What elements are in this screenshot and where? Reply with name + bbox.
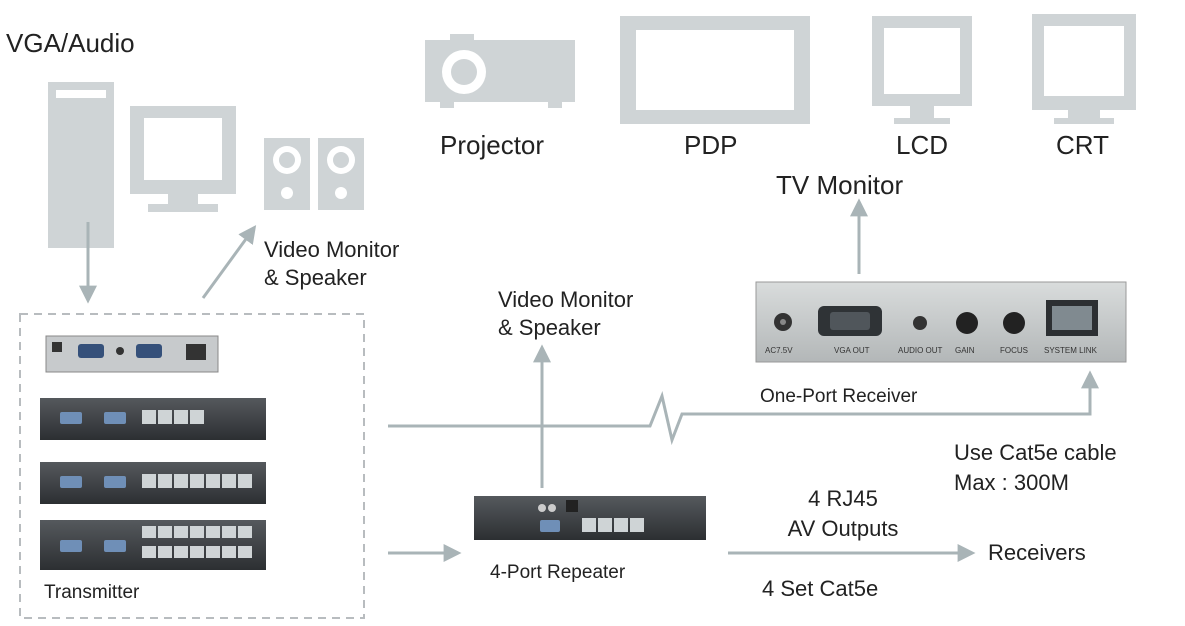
video-monitor-left-line2: & Speaker [264, 265, 367, 290]
pdp-label: PDP [684, 130, 738, 160]
cable-info-label: Use Cat5e cable Max : 300M [954, 438, 1117, 498]
speaker-right-icon [318, 138, 364, 210]
transmitter-panel-2 [40, 398, 266, 440]
receivers-label: Receivers [988, 540, 1086, 565]
port-label-system-link: SYSTEM LINK [1044, 346, 1097, 355]
lcd-icon [872, 16, 972, 124]
transmitter-panel-3 [40, 462, 266, 504]
repeater-device [474, 496, 706, 540]
port-label-gain: GAIN [955, 346, 975, 355]
cable-info-line1: Use Cat5e cable [954, 440, 1117, 465]
video-monitor-left-line1: Video Monitor [264, 237, 400, 262]
one-port-receiver-device [755, 281, 1127, 363]
transmitter-panel-4 [40, 520, 266, 570]
port-label-audio-out: AUDIO OUT [898, 346, 943, 355]
one-port-receiver-label: One-Port Receiver [760, 386, 918, 407]
pc-tower-icon [48, 82, 114, 248]
crt-label: CRT [1056, 130, 1109, 160]
pc-monitor-icon [130, 106, 236, 212]
repeater-label: 4-Port Repeater [490, 562, 626, 583]
rj45-outputs-label: 4 RJ45 AV Outputs [768, 484, 918, 544]
cat5e-sets-label: 4 Set Cat5e [762, 576, 879, 601]
port-label-ac: AC7.5V [765, 346, 793, 355]
speaker-left-icon [264, 138, 310, 210]
cable-transmitter-to-receiver [388, 370, 1099, 446]
video-monitor-speaker-label-mid: Video Monitor & Speaker [498, 286, 633, 342]
port-label-focus: FOCUS [1000, 346, 1028, 355]
projector-label: Projector [440, 130, 545, 160]
projector-icon [425, 34, 575, 108]
port-label-vga-out: VGA OUT [834, 346, 870, 355]
video-monitor-speaker-label-left: Video Monitor & Speaker [264, 236, 399, 292]
pdp-icon [620, 16, 810, 124]
rj45-line1: 4 RJ45 [808, 486, 878, 511]
transmitter-label: Transmitter [44, 582, 140, 603]
arrow-transmitter-to-video-monitor [201, 225, 257, 299]
rj45-line2: AV Outputs [787, 516, 899, 541]
tv-monitor-label: TV Monitor [776, 170, 904, 200]
video-monitor-mid-line2: & Speaker [498, 315, 601, 340]
transmitter-group-box [19, 313, 365, 619]
crt-icon [1032, 14, 1136, 124]
lcd-label: LCD [896, 130, 949, 160]
transmitter-panel-1 [45, 335, 219, 373]
cable-info-line2: Max : 300M [954, 470, 1069, 495]
video-monitor-mid-line1: Video Monitor [498, 287, 634, 312]
vga-audio-label: VGA/Audio [6, 28, 135, 58]
